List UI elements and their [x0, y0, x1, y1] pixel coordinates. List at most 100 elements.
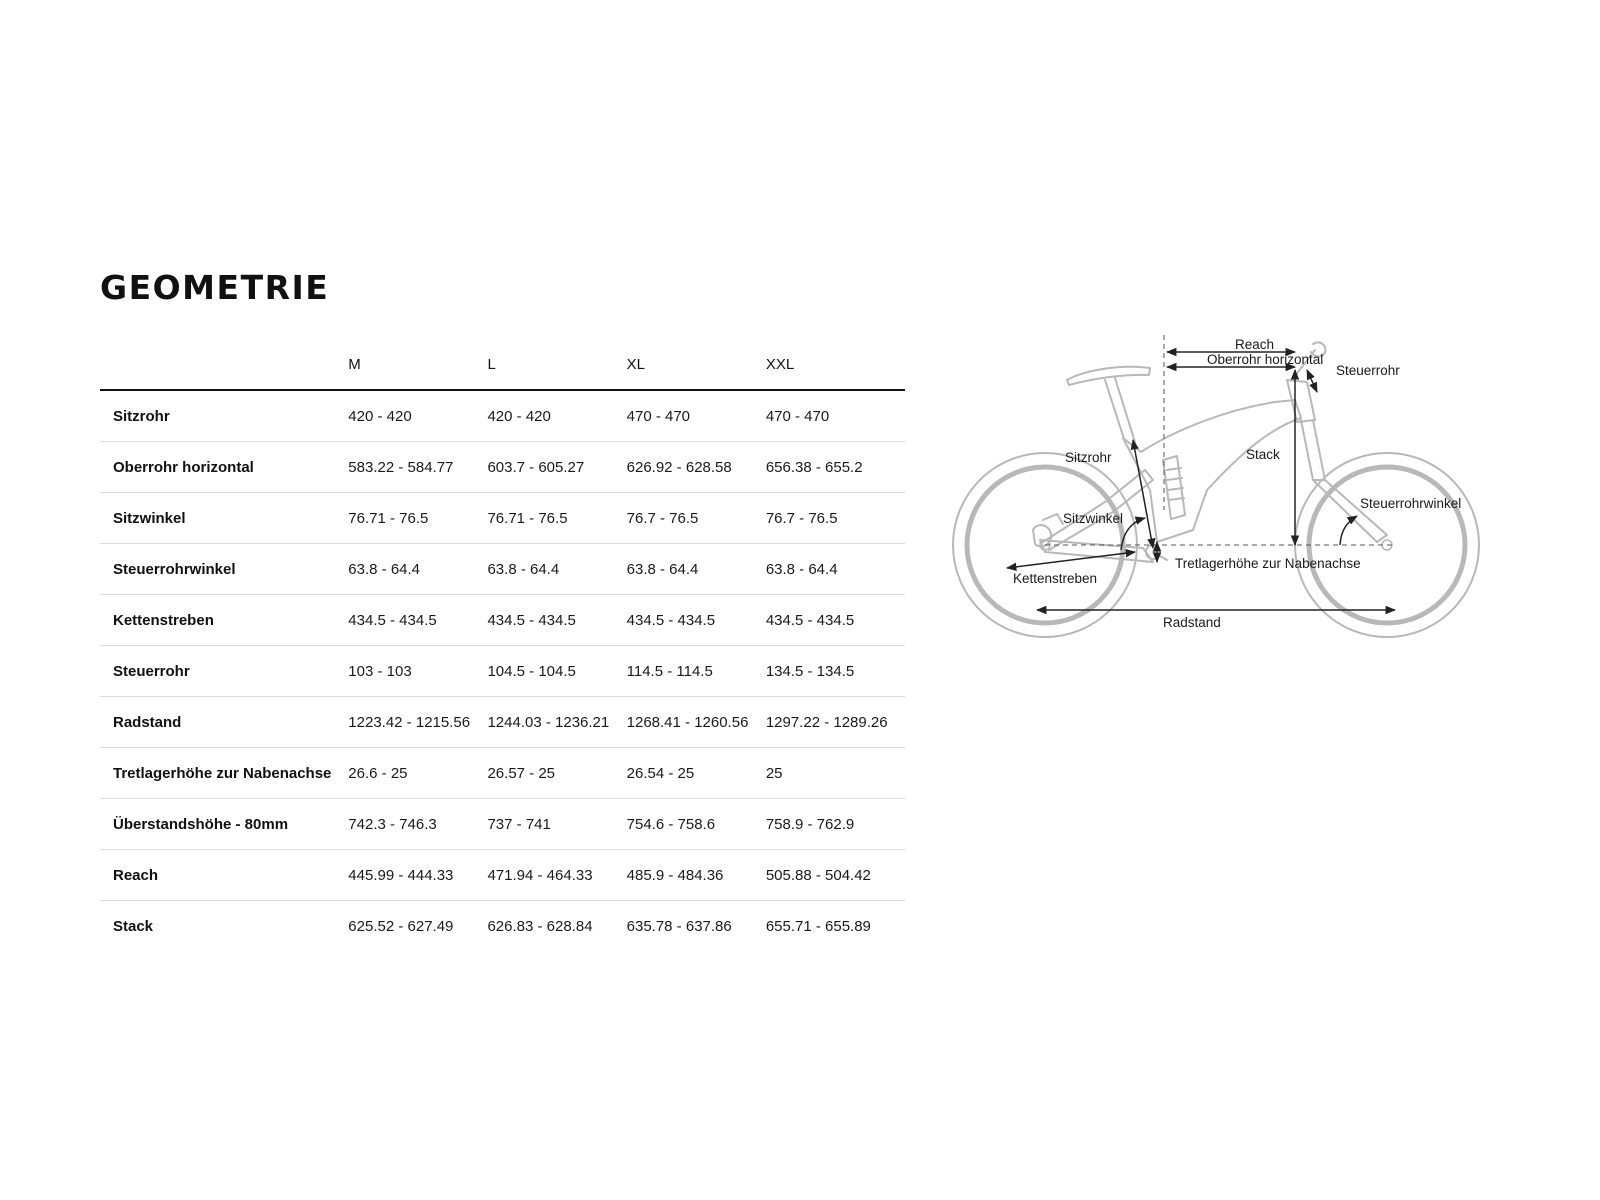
row-label: Stack [113, 917, 154, 935]
table-row: Steuerrohrwinkel 63.8 - 64.4 63.8 - 64.4… [100, 543, 905, 595]
reference-lines [1045, 335, 1395, 546]
header-row: M L XL XXL [100, 340, 905, 391]
table-cell: 1268.41 - 1260.56 [626, 696, 766, 748]
fork [1300, 419, 1388, 543]
table-cell: 583.22 - 584.77 [348, 441, 488, 493]
table-cell: 485.9 - 484.36 [626, 849, 766, 901]
table-header: M L XL XXL [100, 340, 905, 391]
row-label: Steuerrohr [100, 645, 349, 697]
size-header-xxl: XXL [765, 340, 905, 391]
table-cell: 635.78 - 637.86 [626, 917, 732, 935]
size-header-l: L [487, 340, 627, 391]
row-label: Oberrohr horizontal [100, 441, 349, 493]
table-row: Oberrohr horizontal 583.22 - 584.77 603.… [100, 441, 905, 493]
label-stack: Stack [1246, 447, 1280, 462]
table-cell: 754.6 - 758.6 [626, 798, 766, 850]
table-row: Kettenstreben 434.5 - 434.5 434.5 - 434.… [100, 594, 905, 646]
size-header-m: M [348, 340, 488, 391]
label-wheelbase: Radstand [1163, 615, 1221, 630]
table-cell: 76.7 - 76.5 [765, 492, 905, 544]
geometry-table: M L XL XXL Sitzrohr 420 - 420 420 - 420 … [100, 340, 905, 951]
table-cell: 26.6 - 25 [348, 747, 488, 799]
table-cell: 758.9 - 762.9 [765, 798, 905, 850]
label-head-angle: Steuerrohrwinkel [1360, 496, 1461, 511]
table-cell: 63.8 - 64.4 [626, 543, 766, 595]
seat-post [1104, 377, 1136, 443]
row-label: Kettenstreben [100, 594, 349, 646]
table-cell: 434.5 - 434.5 [626, 594, 766, 646]
page-title: GEOMETRIE [100, 268, 330, 307]
table-cell: 76.7 - 76.5 [626, 492, 766, 544]
table-cell: 114.5 - 114.5 [626, 645, 766, 697]
table-cell: 26.54 - 25 [626, 747, 766, 799]
head-tube-arrow [1306, 369, 1318, 393]
label-top-tube: Oberrohr horizontal [1207, 352, 1323, 367]
table-cell: 63.8 - 64.4 [765, 543, 905, 595]
label-head-tube: Steuerrohr [1336, 363, 1400, 378]
table-cell: 25 [765, 747, 905, 799]
table-cell: 134.5 - 134.5 [765, 645, 905, 697]
chainstay-arrow [1005, 549, 1137, 571]
table-cell: 76.71 - 76.5 [487, 492, 627, 544]
table-cell: 420 - 420 [487, 390, 627, 442]
table-cell: 1244.03 - 1236.21 [487, 696, 627, 748]
size-header-xl: XL [626, 340, 766, 391]
table-cell: 656.38 - 655.2 [765, 441, 905, 493]
table-cell: 626.83 - 628.84 [487, 917, 593, 935]
table-cell: 76.71 - 76.5 [348, 492, 488, 544]
table-cell: 420 - 420 [348, 390, 488, 442]
main-frame [1122, 399, 1302, 543]
table-cell: 470 - 470 [626, 390, 766, 442]
table-cell: 737 - 741 [487, 798, 627, 850]
measurement-arrows [1005, 347, 1397, 615]
bike-geometry-diagram: Reach Oberrohr horizontal Steuerrohr Sit… [952, 335, 1480, 638]
row-label: Reach [100, 849, 349, 901]
table-cell: 1297.22 - 1289.26 [765, 696, 905, 748]
table-cell: 434.5 - 434.5 [765, 594, 905, 646]
table-row: Stack 625.52 - 627.49 626.83 - 628.84 63… [100, 901, 905, 952]
label-reach: Reach [1235, 337, 1274, 352]
table-cell: 63.8 - 64.4 [348, 543, 488, 595]
head-angle-arrow [1339, 515, 1358, 546]
saddle [1066, 365, 1151, 386]
label-bb-height: Tretlagerhöhe zur Nabenachse [1175, 556, 1361, 571]
table-row: Sitzwinkel 76.71 - 76.5 76.71 - 76.5 76.… [100, 492, 905, 544]
table-cell: 603.7 - 605.27 [487, 441, 627, 493]
label-seat-angle: Sitzwinkel [1063, 511, 1123, 526]
seat-angle-arrow [1120, 516, 1147, 551]
table-row: Tretlagerhöhe zur Nabenachse 26.6 - 25 2… [100, 747, 905, 799]
table-cell: 445.99 - 444.33 [348, 849, 488, 901]
table-cell: 625.52 - 627.49 [348, 917, 454, 935]
table-cell: 742.3 - 746.3 [348, 798, 488, 850]
row-label: Sitzwinkel [100, 492, 349, 544]
table-cell: 104.5 - 104.5 [487, 645, 627, 697]
seat-tube-arrow [1130, 438, 1156, 550]
table-body: Sitzrohr 420 - 420 420 - 420 470 - 470 4… [100, 390, 905, 951]
table-cell: 26.57 - 25 [487, 747, 627, 799]
table-cell: 434.5 - 434.5 [487, 594, 627, 646]
table-cell: 434.5 - 434.5 [348, 594, 488, 646]
table-row: Sitzrohr 420 - 420 420 - 420 470 - 470 4… [100, 390, 905, 442]
table-cell: 626.92 - 628.58 [626, 441, 766, 493]
table-cell: 470 - 470 [765, 390, 905, 442]
rear-dropout [1032, 513, 1064, 548]
row-label: Steuerrohrwinkel [100, 543, 349, 595]
row-label: Überstandshöhe - 80mm [100, 798, 349, 850]
table-cell: 63.8 - 64.4 [487, 543, 627, 595]
label-seat-tube: Sitzrohr [1065, 450, 1112, 465]
table-row: Überstandshöhe - 80mm 742.3 - 746.3 737 … [100, 798, 905, 850]
row-label: Radstand [100, 696, 349, 748]
header-label-cell [100, 340, 349, 391]
table-row: Reach 445.99 - 444.33 471.94 - 464.33 48… [100, 849, 905, 901]
label-chainstay: Kettenstreben [1013, 571, 1097, 586]
table-cell: 505.88 - 504.42 [765, 849, 905, 901]
row-label: Sitzrohr [100, 390, 349, 442]
row-label: Tretlagerhöhe zur Nabenachse [100, 747, 349, 799]
table-cell: 103 - 103 [348, 645, 488, 697]
table-row: Radstand 1223.42 - 1215.56 1244.03 - 123… [100, 696, 905, 748]
table-row: Steuerrohr 103 - 103 104.5 - 104.5 114.5… [100, 645, 905, 697]
table-cell: 655.71 - 655.89 [765, 917, 871, 935]
table-cell: 471.94 - 464.33 [487, 849, 627, 901]
rear-shock [1162, 455, 1186, 520]
table-cell: 1223.42 - 1215.56 [348, 696, 488, 748]
